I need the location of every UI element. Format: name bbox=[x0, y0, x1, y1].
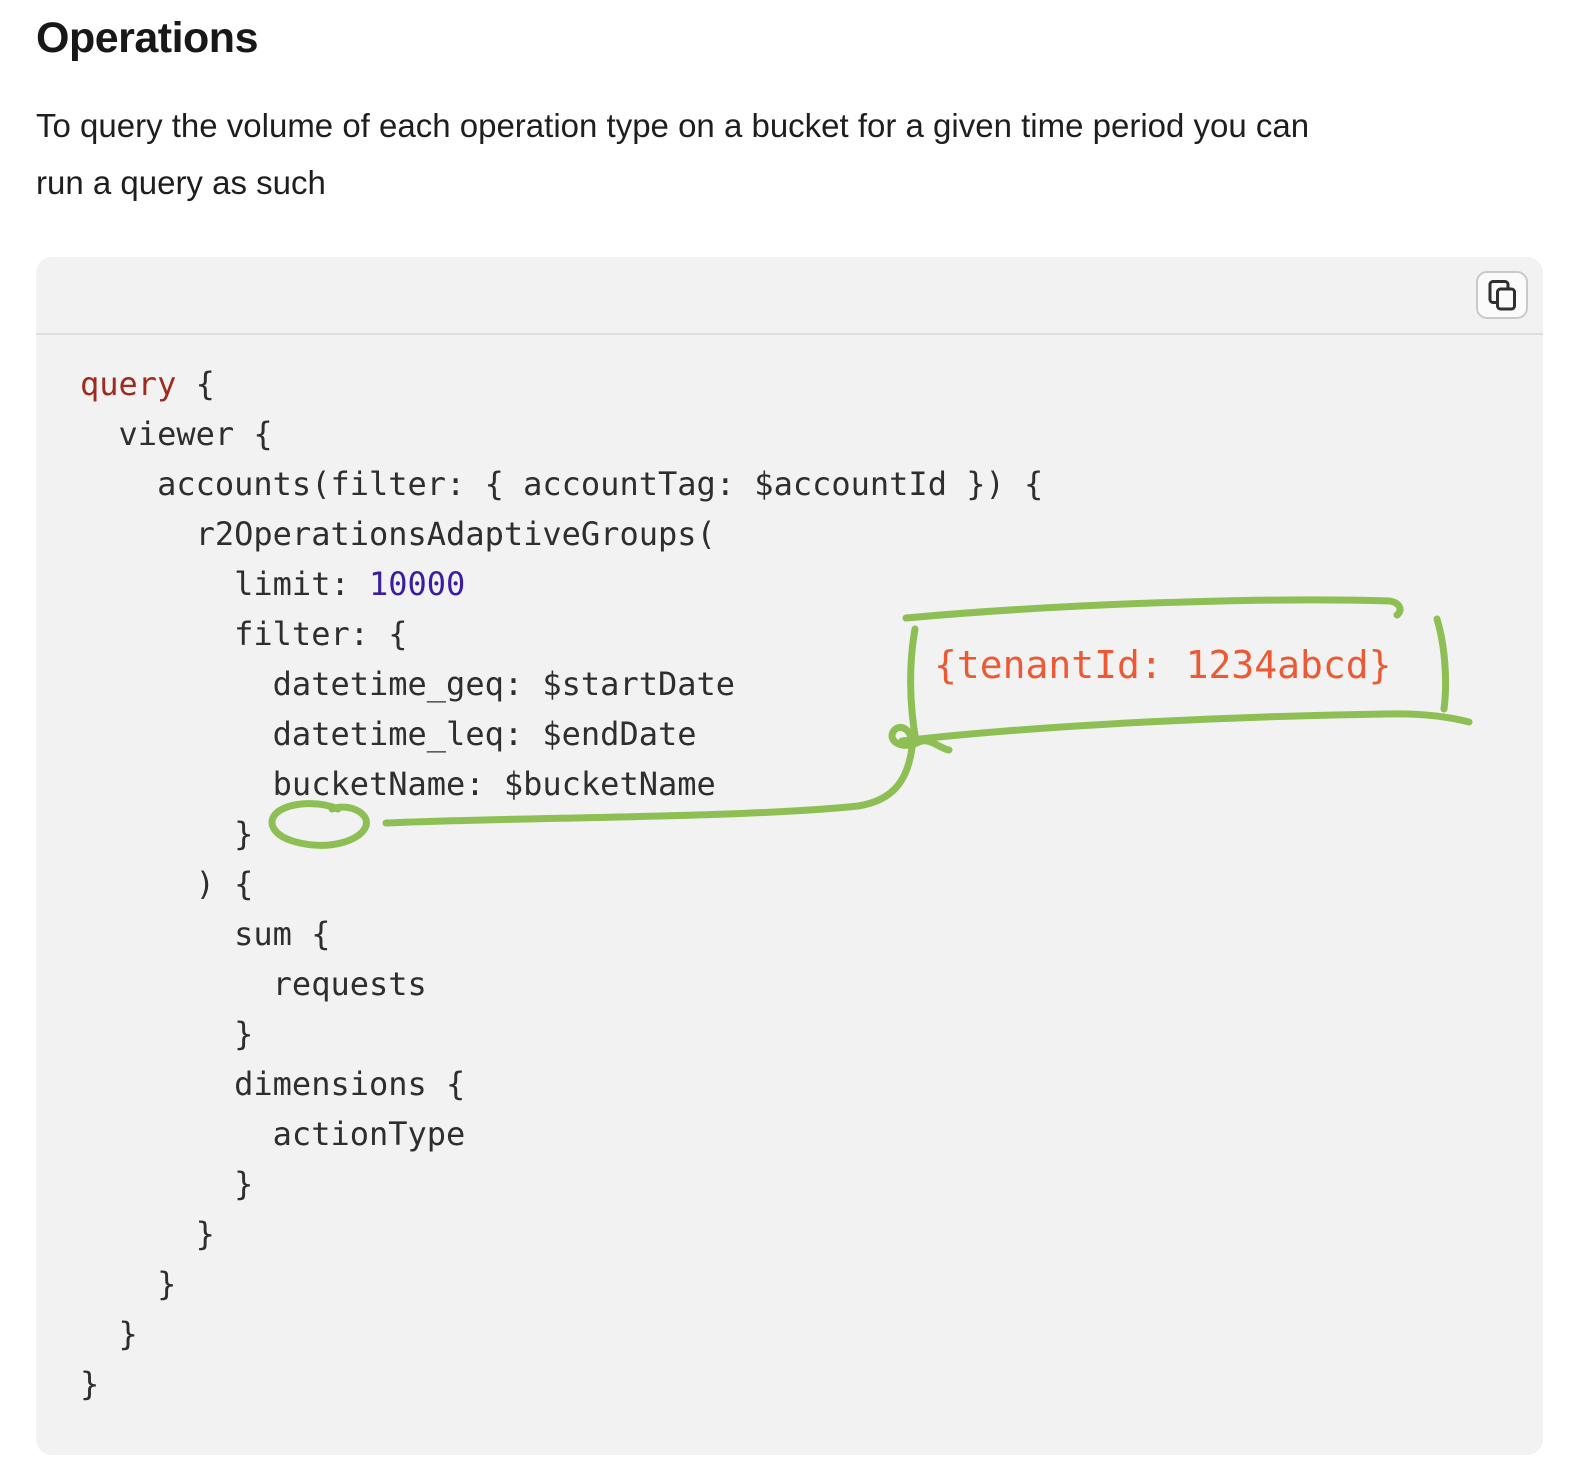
code-block-header bbox=[36, 257, 1543, 336]
code-block: query { viewer { accounts(filter: { acco… bbox=[36, 257, 1543, 1456]
code-line: filter: { bbox=[80, 609, 1499, 659]
code-line: viewer { bbox=[80, 409, 1499, 459]
code-token: r2OperationsAdaptiveGroups( bbox=[80, 515, 716, 554]
code-token: ) { bbox=[80, 865, 254, 904]
code-line: bucketName: $bucketName bbox=[80, 759, 1499, 809]
code-token: } bbox=[80, 1265, 177, 1304]
code-token: viewer { bbox=[80, 415, 273, 454]
code-line: } bbox=[80, 1209, 1499, 1259]
copy-icon bbox=[1487, 279, 1517, 311]
code-line: sum { bbox=[80, 909, 1499, 959]
code-line: } bbox=[80, 1359, 1499, 1409]
code-token: filter: { bbox=[80, 615, 408, 654]
code-token: } bbox=[80, 1015, 254, 1054]
code-token: actionType bbox=[80, 1115, 466, 1154]
code-line: datetime_leq: $endDate bbox=[80, 709, 1499, 759]
code-token: } bbox=[80, 815, 254, 854]
code-line: } bbox=[80, 1159, 1499, 1209]
intro-text: To query the volume of each operation ty… bbox=[36, 107, 1310, 202]
code-token: dimensions { bbox=[80, 1065, 466, 1104]
code-token-number: 10000 bbox=[368, 565, 466, 604]
code-line: actionType bbox=[80, 1109, 1499, 1159]
code-token: datetime_leq: $endDate bbox=[80, 715, 697, 754]
code-line: dimensions { bbox=[80, 1059, 1499, 1109]
code-token-keyword: query bbox=[80, 365, 177, 404]
code-token: sum { bbox=[80, 915, 331, 954]
copy-button[interactable] bbox=[1476, 271, 1528, 320]
page-title: Operations bbox=[36, 14, 259, 62]
code-line: } bbox=[80, 1309, 1499, 1359]
code-line: } bbox=[80, 1009, 1499, 1059]
code-token: } bbox=[80, 1315, 138, 1354]
code-token: accounts(filter: { accountTag: $accountI… bbox=[80, 465, 1044, 504]
code-line: ) { bbox=[80, 859, 1499, 909]
code-token: } bbox=[80, 1365, 100, 1404]
code-line: } bbox=[80, 1259, 1499, 1309]
code-token: datetime_geq: $startDate bbox=[80, 665, 736, 704]
code-token: requests bbox=[80, 965, 427, 1004]
code-line: } bbox=[80, 809, 1499, 859]
code-token: limit: bbox=[80, 565, 369, 604]
code-line: limit: 10000 bbox=[80, 559, 1499, 609]
code-line: r2OperationsAdaptiveGroups( bbox=[80, 509, 1499, 559]
code-line: datetime_geq: $startDate bbox=[80, 659, 1499, 709]
code-content: query { viewer { accounts(filter: { acco… bbox=[36, 335, 1543, 1455]
code-line: query { bbox=[80, 359, 1499, 409]
code-token: } bbox=[80, 1215, 215, 1254]
code-token: } bbox=[80, 1165, 254, 1204]
code-token: bucketName: $bucketName bbox=[80, 765, 716, 804]
code-token: { bbox=[176, 365, 215, 404]
code-line: requests bbox=[80, 959, 1499, 1009]
code-line: accounts(filter: { accountTag: $accountI… bbox=[80, 459, 1499, 509]
